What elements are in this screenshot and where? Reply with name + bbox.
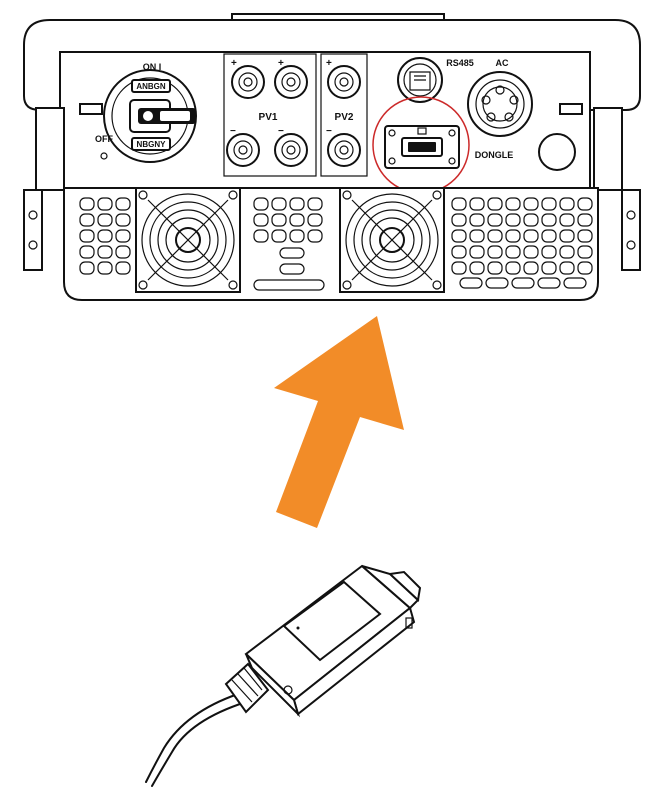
fan-right [339,187,445,293]
pv2-plus-sign: + [326,58,332,69]
dc-switch[interactable]: ANBGN NBGNY [103,69,197,163]
pv1-minus-sign-2: − [278,126,284,137]
pv2-minus-connector [327,133,361,167]
insert-direction-arrow [274,316,404,528]
dongle-cable-gland [224,662,270,714]
pv1-minus-sign: − [230,126,236,137]
switch-on-label: ON I [143,62,162,72]
pv1-minus-connector-2 [274,133,308,167]
pv1-plus-connector-2 [274,65,308,99]
vent-slots-center [253,197,325,291]
switch-off-label: OFF [95,134,113,144]
switch-cap-bottom-label: NBGNY [137,140,167,149]
pv2-connector-group [320,53,368,177]
vent-slots-left [79,197,131,275]
dongle-port[interactable] [384,125,460,169]
pv1-connector-group [223,53,317,177]
pv2-plus-connector [327,65,361,99]
pv1-plus-sign: + [231,58,237,69]
blank-plug [538,133,576,171]
rs485-port [397,57,443,103]
rs485-label: RS485 [446,58,474,68]
pv1-plus-sign-2: + [278,58,284,69]
vent-slots-right [451,197,593,289]
off-indicator [100,152,108,160]
dongle-cable [151,701,247,787]
pv2-minus-sign: − [326,126,332,137]
pv1-plus-connector [231,65,265,99]
fan-left [135,187,241,293]
dongle-label: DONGLE [475,150,514,160]
ac-label: AC [496,58,509,68]
pv1-minus-connector [226,133,260,167]
pv1-label: PV1 [259,112,278,123]
dongle-device[interactable] [145,564,422,787]
pv2-label: PV2 [335,112,354,123]
switch-cap-top-label: ANBGN [136,82,166,91]
ac-port [467,71,533,137]
dongle-label-area [282,580,382,662]
